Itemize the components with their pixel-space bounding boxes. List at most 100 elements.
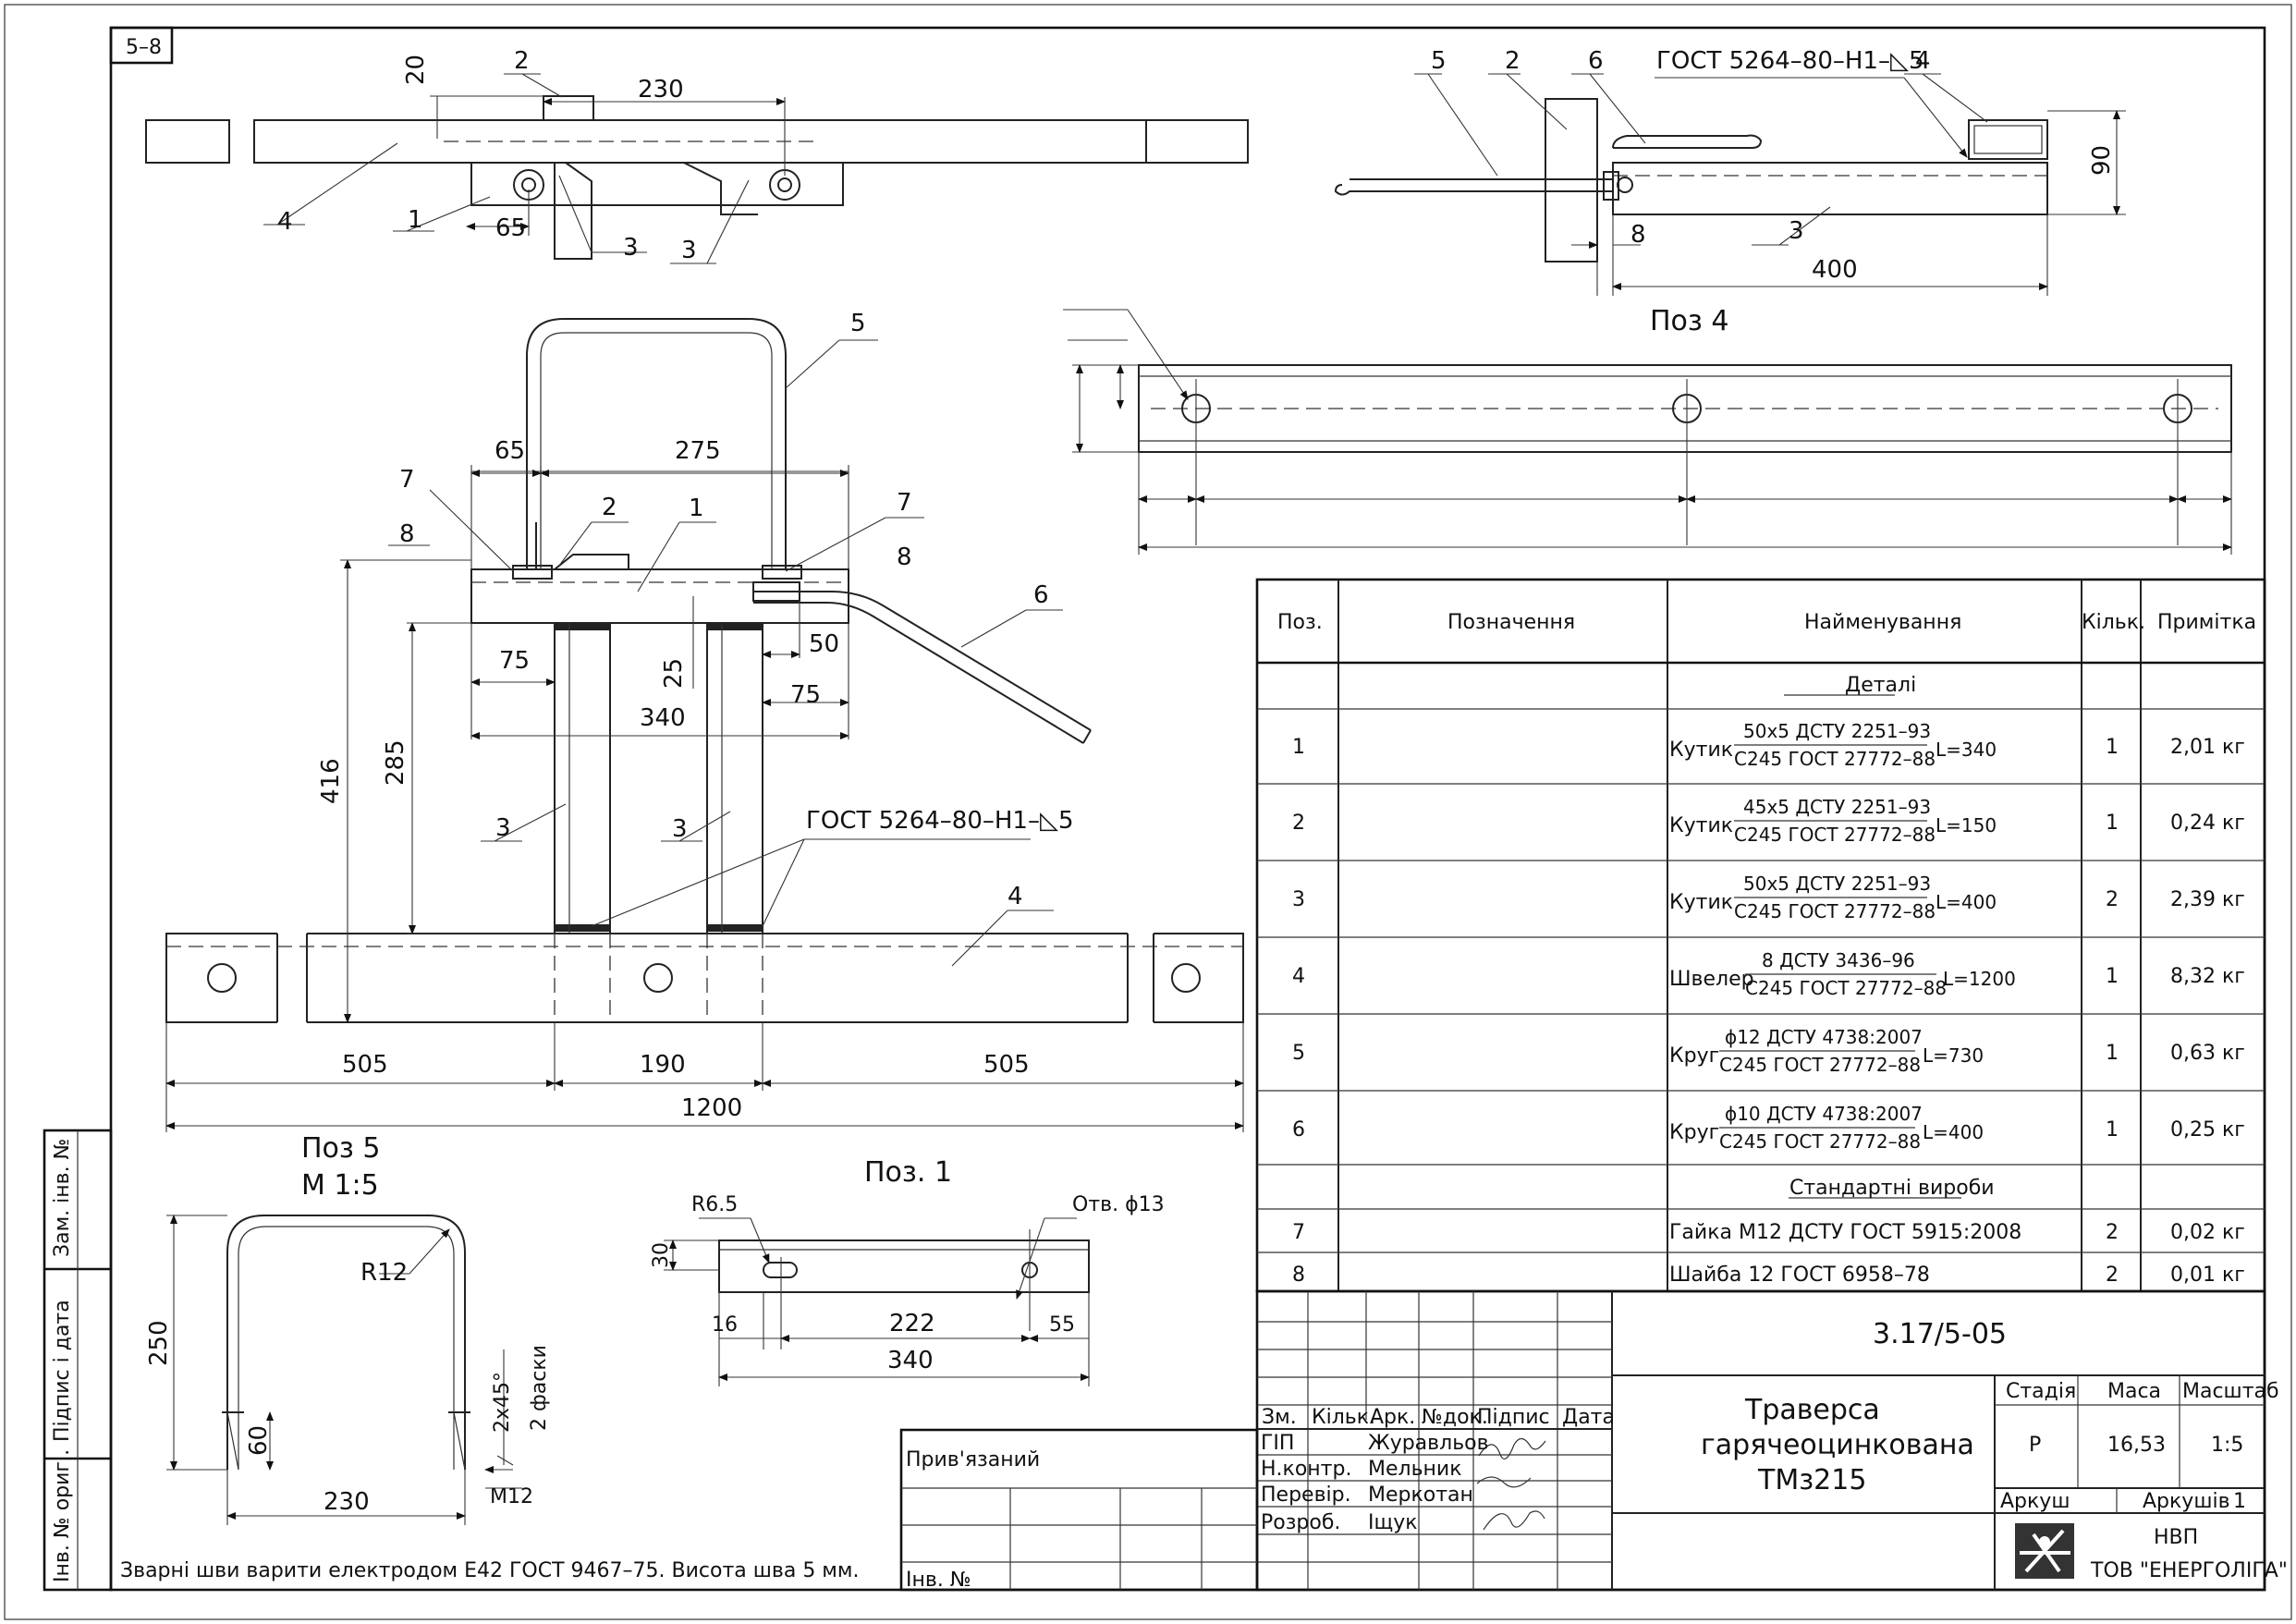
spec-header-name: Найменування (1804, 611, 1961, 634)
spec-row-8: 8 Шайба 12 ГОСТ 6958–78 2 0,01 кг (1292, 1264, 2245, 1287)
stamp-sign-date: Підпис і дата (51, 1300, 74, 1442)
spec-row-qty: 2 (2106, 1221, 2119, 1244)
tb-org-line2: ТОВ "ЕНЕРГОЛІГА" (2090, 1559, 2288, 1582)
spec-row-pos: 5 (1292, 1042, 1305, 1065)
stamp-replace-inv: Зам. інв. № (51, 1139, 74, 1258)
spec-row-qty: 1 (2106, 1118, 2119, 1142)
spec-row-top: 45х5 ДСТУ 2251–93 (1743, 796, 1931, 818)
top-callout-1: 1 (408, 206, 423, 234)
pos4-dim-8: 8 (1630, 221, 1646, 249)
spec-row-name: Круг (1669, 1044, 1719, 1068)
spec-section-details: Деталі (1845, 674, 1916, 697)
spec-row-bottom: С245 ГОСТ 27772–88 (1719, 1054, 1921, 1076)
main-dim-285: 285 (382, 739, 409, 786)
top-dim-20: 20 (402, 55, 430, 85)
spec-row-qty: 1 (2106, 736, 2119, 759)
spec-row-6: 6 Круг ϕ10 ДСТУ 4738:2007 С245 ГОСТ 2777… (1292, 1103, 2245, 1153)
main-callout-3b: 3 (672, 815, 688, 843)
spec-row-bottom: С245 ГОСТ 27772–88 (1719, 1130, 1921, 1153)
top-callout-3b: 3 (681, 237, 697, 264)
tb-stage-label: Стадія (2006, 1380, 2076, 1403)
top-callout-4: 4 (277, 208, 293, 236)
spec-row-len: L=1200 (1943, 968, 2016, 990)
main-dim-25: 25 (660, 658, 688, 689)
pos1-dim-340: 340 (887, 1347, 934, 1374)
tb-role-2: Н.контр. (1261, 1458, 1351, 1481)
spec-row-qty: 2 (2106, 888, 2119, 911)
spec-row-5: 5 Круг ϕ12 ДСТУ 4738:2007 С245 ГОСТ 2777… (1292, 1026, 2245, 1076)
spec-row-note: 2,39 кг (2170, 888, 2245, 911)
tb-role-3: Перевір. (1261, 1484, 1351, 1507)
pos5-dim-60: 60 (245, 1425, 273, 1456)
pos1-title: Поз. 1 (864, 1156, 952, 1189)
pos5-dim-chamfer-count: 2 фаски (528, 1345, 551, 1431)
tb-mass-value: 16,53 (2107, 1434, 2166, 1457)
tb-name-2: Мельник (1368, 1458, 1462, 1481)
spec-row-bottom: С245 ГОСТ 27772–88 (1734, 900, 1936, 922)
pos4-callout-3: 3 (1789, 217, 1804, 245)
main-dim-1200: 1200 (681, 1094, 742, 1122)
tb-col-doc: №док. (1422, 1406, 1488, 1429)
tb-sheet-label: Аркуш (2000, 1490, 2070, 1513)
pos4-callout-4: 4 (1915, 47, 1931, 75)
pos5-dim-r12: R12 (360, 1259, 408, 1287)
spec-row-4: 4 Швелер 8 ДСТУ 3436–96 С245 ГОСТ 27772–… (1292, 949, 2245, 999)
main-dim-190: 190 (640, 1051, 686, 1079)
pos5-detail (166, 1215, 522, 1525)
spec-row-qty: 2 (2106, 1264, 2119, 1287)
pos1-hole: Отв. ϕ13 (1072, 1193, 1165, 1216)
pos1-radius: R6.5 (691, 1193, 738, 1216)
spec-row-name: Гайка М12 ДСТУ ГОСТ 5915:2008 (1669, 1221, 2021, 1244)
tb-col-change: Зм. (1262, 1406, 1297, 1429)
side-stamp-labels: Зам. інв. № Підпис і дата Інв. № оригі. (51, 1139, 74, 1583)
main-callout-5: 5 (850, 310, 866, 337)
spec-row-top: ϕ10 ДСТУ 4738:2007 (1725, 1103, 1923, 1125)
main-dim-340: 340 (640, 704, 686, 732)
tb-name-1: Журавльов (1368, 1432, 1489, 1455)
spec-row-len: L=150 (1936, 814, 1997, 836)
tb-title-1: Траверса (1744, 1394, 1880, 1426)
spec-row-note: 2,01 кг (2170, 736, 2245, 759)
spec-row-qty: 1 (2106, 1042, 2119, 1065)
spec-row-len: L=340 (1936, 739, 1997, 761)
title-block-grid (899, 1289, 2266, 1592)
spec-row-bottom: С245 ГОСТ 27772–88 (1734, 824, 1936, 846)
tb-sheets-value: 1 (2233, 1490, 2246, 1513)
pos4-title: Поз 4 (1650, 305, 1729, 337)
spec-header-note: Примітка (2157, 611, 2256, 634)
tb-name-4: Іщук (1368, 1511, 1418, 1534)
pos1-dim-55: 55 (1049, 1313, 1075, 1337)
pos5-dim-chamfer: 2х45° (491, 1372, 514, 1433)
spec-row-note: 0,24 кг (2170, 812, 2245, 835)
pos5-title: Поз 5 (301, 1132, 381, 1165)
top-dim-230: 230 (638, 76, 684, 104)
tb-title-2: гарячеоцинкована (1701, 1429, 1974, 1461)
spec-header-qty: Кільк. (2082, 611, 2145, 634)
spec-row-top: 8 ДСТУ 3436–96 (1762, 949, 1915, 971)
spec-row-3: 3 Кутик 50х5 ДСТУ 2251–93 С245 ГОСТ 2777… (1292, 873, 2245, 922)
spec-row-name: Швелер (1669, 968, 1754, 991)
pos1-dim-30: 30 (650, 1242, 673, 1268)
spec-row-top: 50х5 ДСТУ 2251–93 (1743, 720, 1931, 742)
tb-inv: Інв. № (906, 1569, 971, 1592)
spec-row-bottom: С245 ГОСТ 27772–88 (1734, 748, 1936, 770)
pos4-dim-90: 90 (2088, 145, 2116, 176)
tb-role-4: Розроб. (1261, 1511, 1340, 1534)
pos1-detail (664, 1217, 1090, 1386)
main-dim-275: 275 (675, 437, 721, 465)
top-callout-3a: 3 (623, 234, 639, 262)
spec-row-pos: 2 (1292, 812, 1305, 835)
main-callout-3a: 3 (495, 814, 511, 842)
pos4-weld-note: ГОСТ 5264–80–Н1–◺5 (1656, 47, 1924, 75)
spec-row-len: L=400 (1936, 891, 1997, 913)
spec-header-pos: Поз. (1277, 611, 1323, 634)
spec-row-note: 0,63 кг (2170, 1042, 2245, 1065)
main-dim-75a: 75 (499, 647, 530, 675)
channel-detail (1063, 309, 2232, 555)
spec-row-name: Кутик (1669, 739, 1733, 762)
main-weld-note: ГОСТ 5264–80–Н1–◺5 (806, 807, 1074, 835)
spec-row-pos: 4 (1292, 965, 1305, 988)
spec-row-pos: 3 (1292, 888, 1305, 911)
spec-row-pos: 8 (1292, 1264, 1305, 1287)
